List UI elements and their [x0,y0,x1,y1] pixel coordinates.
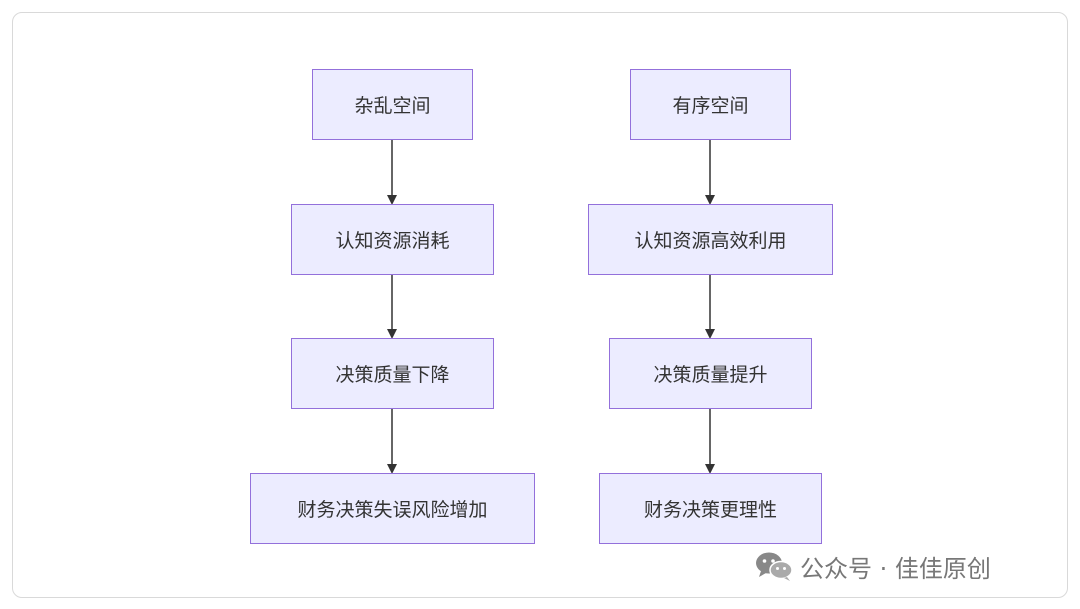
node-decision-quality-improve: 决策质量提升 [609,338,812,409]
node-financial-decision-risk-increase: 财务决策失误风险增加 [250,473,535,544]
wechat-icon [756,552,793,581]
watermark-text: 公众号 · 佳佳原创 [800,554,991,583]
diagram-card [12,12,1068,598]
node-cognitive-resource-efficient-use: 认知资源高效利用 [588,204,833,275]
node-messy-space: 杂乱空间 [312,69,473,140]
node-decision-quality-decline: 决策质量下降 [291,338,494,409]
node-cognitive-resource-consumption: 认知资源消耗 [291,204,494,275]
node-financial-decision-more-rational: 财务决策更理性 [599,473,822,544]
node-ordered-space: 有序空间 [630,69,791,140]
watermark: 公众号 · 佳佳原创 [754,546,991,586]
